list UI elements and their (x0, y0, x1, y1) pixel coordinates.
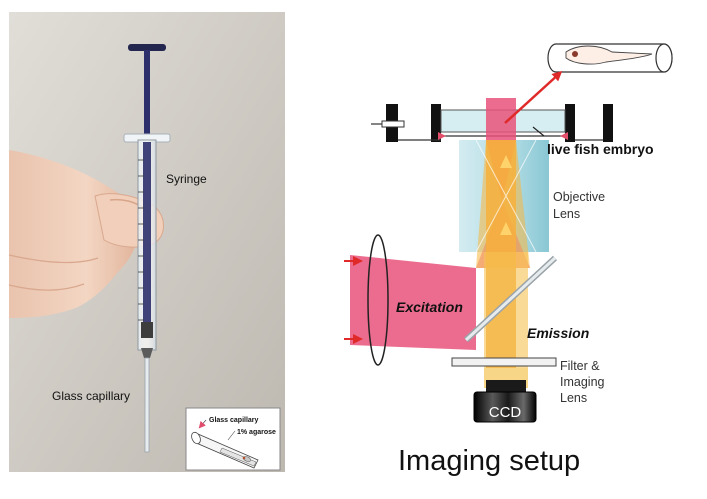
objective-label-line2: Lens (553, 207, 580, 221)
embryo-pointer (532, 126, 545, 137)
excitation-beam (350, 255, 476, 350)
inset-capillary-label: Glass capillary (209, 417, 259, 424)
syringe (123, 44, 171, 453)
syringe-photo: Syringe Glass capillary Glass capillary … (8, 12, 285, 472)
embryo-icon (565, 45, 653, 65)
capillary-callout (547, 43, 673, 73)
callout-arrow (504, 70, 563, 124)
plunger-thumb-rest (128, 44, 166, 51)
objective-label-line1: Objective (553, 190, 605, 204)
ccd-camera: CCD (473, 380, 537, 423)
capillary-inset: Glass capillary 1% agarose (185, 407, 281, 471)
diagram-title: Imaging setup (398, 445, 580, 477)
glass-capillary-label: Glass capillary (52, 389, 130, 403)
excitation-label: Excitation (396, 299, 463, 315)
filter-label-line3: Lens (560, 391, 587, 405)
inset-frame (185, 407, 281, 471)
syringe-label: Syringe (166, 172, 207, 186)
filter-label-line1: Filter & (560, 359, 600, 373)
plunger-seal (141, 322, 153, 338)
barrel-plunger (143, 142, 151, 322)
syringe-tip (141, 348, 153, 358)
excitation-arrows (344, 256, 363, 344)
emission-label: Emission (527, 325, 589, 341)
embryo-label: live fish embryo (547, 141, 654, 157)
emission-filter (451, 357, 557, 367)
glass-capillary (144, 357, 150, 453)
inset-agarose-label: 1% agarose (237, 429, 276, 436)
plunger-rod (144, 50, 150, 136)
filter-label-line2: Imaging (560, 375, 605, 389)
imaging-setup-diagram: CCD live fish embryo Objective Lens Exci… (344, 43, 673, 477)
embryo-eye-icon (572, 51, 578, 57)
ccd-label: CCD (489, 404, 522, 421)
collimating-lens (367, 234, 389, 366)
